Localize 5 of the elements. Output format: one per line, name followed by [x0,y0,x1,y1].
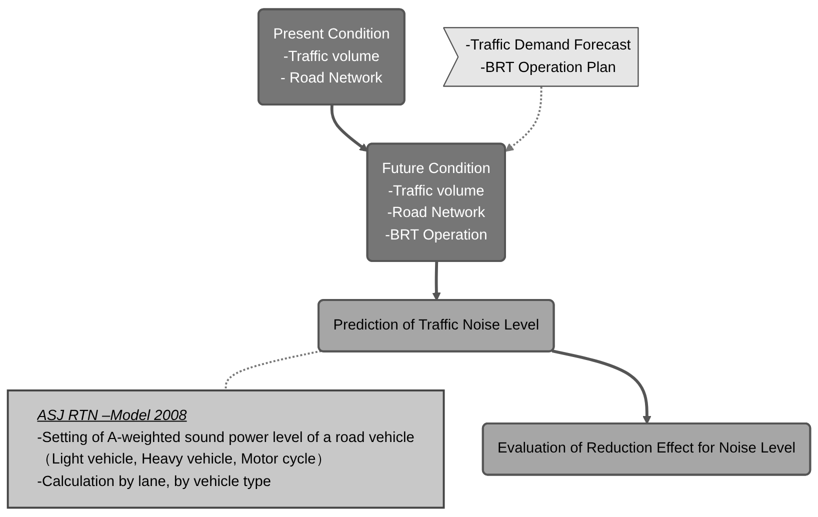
arrow [552,350,652,424]
arrow [432,261,441,301]
arrow [505,86,542,152]
arrow [330,105,368,152]
connector [224,350,322,390]
